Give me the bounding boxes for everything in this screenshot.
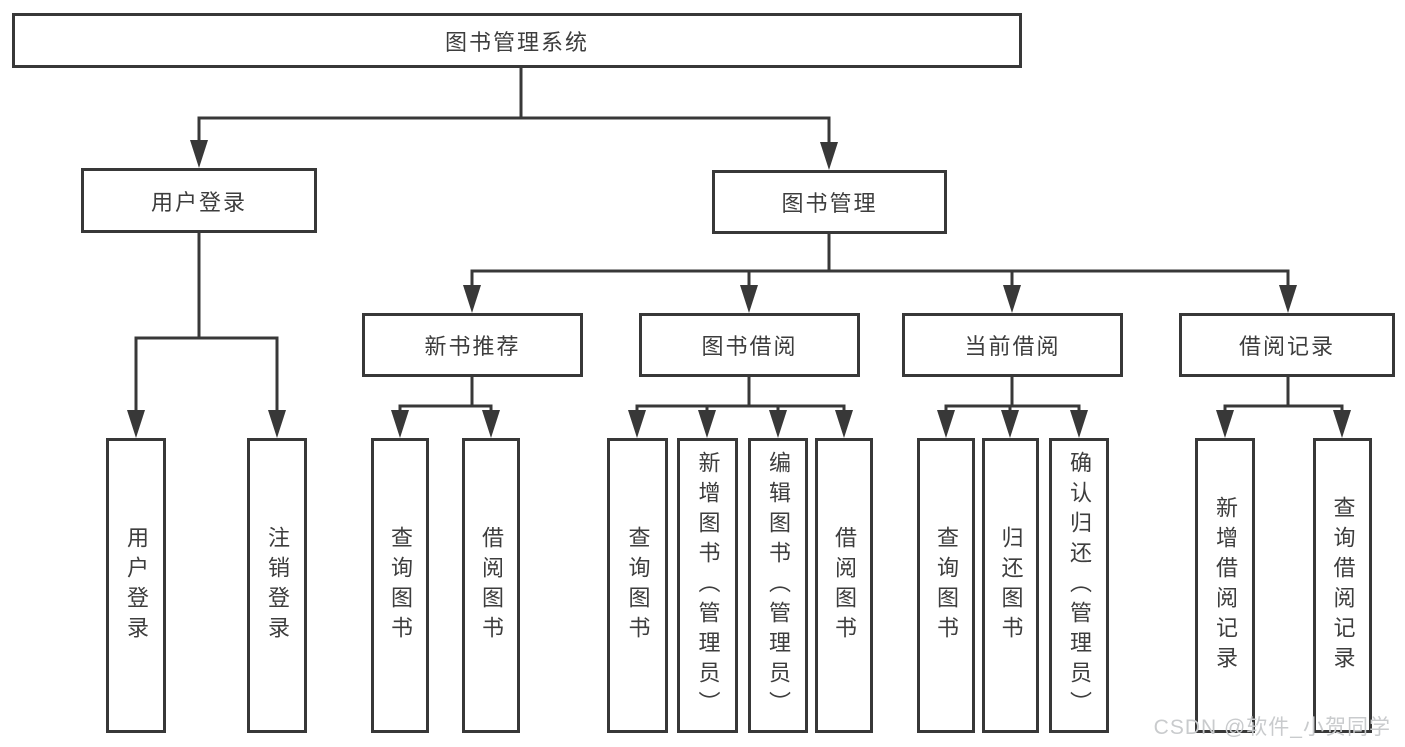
leaf-query-borrow-record: 查询借阅记录 <box>1313 438 1372 733</box>
arrowheads <box>127 140 1351 438</box>
node-user-login-label: 用户登录 <box>150 189 247 215</box>
csdn-watermark: CSDN @软件_小贺同学 <box>1153 716 1391 739</box>
leaf-borrow-book-label: 借阅图书 <box>832 525 857 646</box>
node-current-borrow: 当前借阅 <box>902 313 1123 377</box>
leaf-add-book-admin-label: 新增图书（管理员） <box>695 450 721 721</box>
node-new-book-recommend: 新书推荐 <box>362 313 583 377</box>
leaf-user-login: 用户登录 <box>106 438 166 733</box>
leaf-add-borrow-record: 新增借阅记录 <box>1195 438 1255 733</box>
node-new-book-recommend-label: 新书推荐 <box>424 334 521 359</box>
leaf-query-borrow-record-label: 查询借阅记录 <box>1330 495 1356 676</box>
leaf-add-book-admin: 新增图书（管理员） <box>677 438 738 733</box>
leaf-query-book-current: 查询图书 <box>917 438 975 733</box>
leaf-edit-book-admin: 编辑图书（管理员） <box>748 438 808 733</box>
leaf-query-book-recommend-label: 查询图书 <box>388 525 413 646</box>
leaf-borrow-book: 借阅图书 <box>815 438 873 733</box>
node-borrow-record: 借阅记录 <box>1179 313 1395 377</box>
leaf-edit-book-admin-label: 编辑图书（管理员） <box>766 450 791 721</box>
leaf-return-book: 归还图书 <box>982 438 1039 733</box>
leaf-logout: 注销登录 <box>247 438 307 733</box>
leaf-confirm-return-admin-label: 确认归还（管理员） <box>1067 450 1092 721</box>
leaf-query-book-current-label: 查询图书 <box>934 525 959 646</box>
node-borrow-record-label: 借阅记录 <box>1238 334 1335 359</box>
leaf-confirm-return-admin: 确认归还（管理员） <box>1049 438 1109 733</box>
node-book-borrow: 图书借阅 <box>639 313 860 377</box>
node-root: 图书管理系统 <box>12 13 1022 68</box>
leaf-borrow-book-recommend: 借阅图书 <box>462 438 520 733</box>
node-current-borrow-label: 当前借阅 <box>964 334 1061 359</box>
leaf-user-login-label: 用户登录 <box>124 525 149 646</box>
leaf-logout-label: 注销登录 <box>265 525 290 646</box>
node-root-label: 图书管理系统 <box>444 29 589 55</box>
leaf-query-book-recommend: 查询图书 <box>371 438 429 733</box>
node-book-management-label: 图书管理 <box>781 191 878 216</box>
node-book-management: 图书管理 <box>712 170 947 234</box>
leaf-add-borrow-record-label: 新增借阅记录 <box>1213 495 1238 676</box>
leaf-borrow-book-recommend-label: 借阅图书 <box>479 525 504 646</box>
leaf-return-book-label: 归还图书 <box>998 525 1024 646</box>
leaf-query-book-borrow: 查询图书 <box>607 438 668 733</box>
leaf-query-book-borrow-label: 查询图书 <box>625 525 651 646</box>
node-book-borrow-label: 图书借阅 <box>701 334 798 359</box>
node-user-login: 用户登录 <box>81 168 317 233</box>
